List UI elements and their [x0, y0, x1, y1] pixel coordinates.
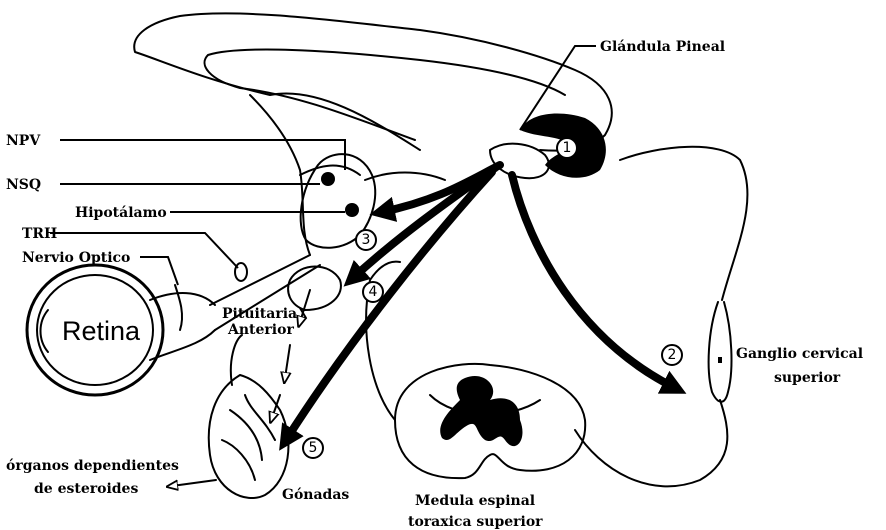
marker-1: 1	[563, 140, 572, 156]
marker-3: 3	[362, 232, 371, 248]
label-medula-1: Medula espinal	[415, 493, 535, 509]
label-trh: TRH	[22, 226, 57, 242]
label-pituitaria-2: Anterior	[227, 322, 294, 338]
pineal-gland: 1	[490, 114, 606, 179]
label-pituitaria-1: Pituitaria	[222, 306, 297, 322]
label-retina: Retina	[62, 316, 141, 346]
nsq-nucleus	[321, 172, 335, 186]
label-npv: NPV	[6, 133, 41, 149]
label-gonadas: Gónadas	[282, 487, 349, 503]
superior-cervical-ganglion	[575, 147, 747, 487]
label-ganglio-2: superior	[774, 370, 841, 386]
hypothalamus-nucleus	[345, 203, 359, 217]
marker-4: 4	[369, 284, 378, 300]
marker-5: 5	[309, 440, 318, 456]
leader-lines	[50, 46, 596, 285]
label-ganglio-1: Ganglio cervical	[736, 346, 863, 362]
labels: Glándula Pineal NPV NSQ Hipotálamo TRH N…	[6, 39, 863, 530]
label-nervio-optico: Nervio Optico	[22, 250, 130, 266]
gonad	[209, 335, 289, 498]
label-nsq: NSQ	[6, 177, 41, 193]
label-organos-2: de esteroides	[34, 481, 138, 497]
pathway-arrow-ganglion	[512, 175, 675, 388]
label-hipotalamo: Hipotálamo	[75, 205, 167, 221]
label-organos-1: órganos dependientes	[6, 458, 179, 474]
label-medula-2: toraxica superior	[408, 514, 543, 530]
label-pineal: Glándula Pineal	[600, 39, 725, 55]
spinal-cord	[366, 262, 585, 479]
marker-2: 2	[668, 347, 677, 363]
